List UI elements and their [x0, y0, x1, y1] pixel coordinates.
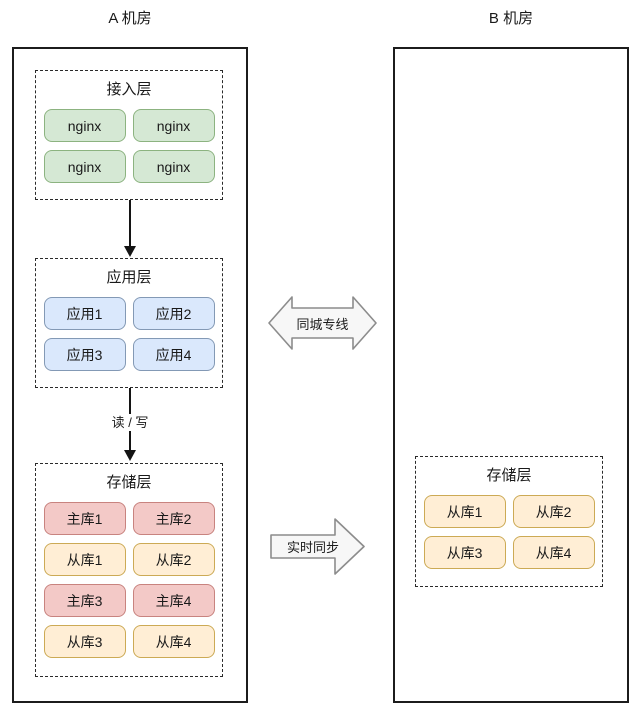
- storage-layer-b-title: 存储层: [486, 467, 532, 484]
- app-node-2: 应用2: [132, 297, 215, 330]
- storage-layer-a: 存储层 主库1 主库2 从库1 从库2 主库3 主库4 从库3 从库4: [35, 463, 223, 677]
- slave-db-node-1: 从库1: [43, 543, 126, 576]
- nginx-node-1: nginx: [43, 109, 126, 142]
- realtime-sync-arrow: 实时同步: [270, 518, 365, 575]
- storage-layer-b: 存储层 从库1 从库2 从库3 从库4: [415, 456, 603, 587]
- app-to-storage-arrowhead-icon: [124, 450, 136, 461]
- access-layer-nodes: nginx nginx nginx nginx: [36, 109, 222, 183]
- slave-db-node-2: 从库2: [132, 543, 215, 576]
- intercity-line-arrow: 同城专线: [268, 293, 377, 353]
- realtime-sync-label: 实时同步: [286, 540, 339, 555]
- access-to-app-line: [129, 200, 131, 248]
- master-db-node-1: 主库1: [43, 502, 126, 535]
- nginx-node-4: nginx: [132, 150, 215, 183]
- b-slave-db-node-2: 从库2: [512, 495, 595, 528]
- access-to-app-arrowhead-icon: [124, 246, 136, 257]
- b-slave-db-node-1: 从库1: [423, 495, 506, 528]
- slave-db-node-4: 从库4: [132, 625, 215, 658]
- b-slave-db-node-4: 从库4: [512, 536, 595, 569]
- app-layer-title: 应用层: [106, 269, 152, 286]
- nginx-node-2: nginx: [132, 109, 215, 142]
- app-layer-nodes: 应用1 应用2 应用3 应用4: [36, 297, 222, 371]
- master-db-node-4: 主库4: [132, 584, 215, 617]
- storage-layer-a-nodes: 主库1 主库2 从库1 从库2 主库3 主库4 从库3 从库4: [36, 502, 222, 658]
- slave-db-node-3: 从库3: [43, 625, 126, 658]
- app-node-1: 应用1: [43, 297, 126, 330]
- master-db-node-2: 主库2: [132, 502, 215, 535]
- read-write-label: 读 / 写: [100, 414, 160, 431]
- room-b-box: [393, 47, 629, 703]
- access-layer-title: 接入层: [106, 81, 152, 98]
- app-layer: 应用层 应用1 应用2 应用3 应用4: [35, 258, 223, 388]
- app-node-4: 应用4: [132, 338, 215, 371]
- right-arrow-icon: [270, 518, 365, 575]
- app-node-3: 应用3: [43, 338, 126, 371]
- double-arrow-icon: [268, 296, 377, 350]
- b-slave-db-node-3: 从库3: [423, 536, 506, 569]
- nginx-node-3: nginx: [43, 150, 126, 183]
- master-db-node-3: 主库3: [43, 584, 126, 617]
- intercity-line-label: 同城专线: [296, 316, 349, 332]
- room-a-title: A 机房: [108, 10, 152, 27]
- storage-layer-b-nodes: 从库1 从库2 从库3 从库4: [416, 495, 602, 569]
- access-layer: 接入层 nginx nginx nginx nginx: [35, 70, 223, 200]
- room-b-title: B 机房: [488, 10, 534, 27]
- storage-layer-a-title: 存储层: [106, 474, 152, 491]
